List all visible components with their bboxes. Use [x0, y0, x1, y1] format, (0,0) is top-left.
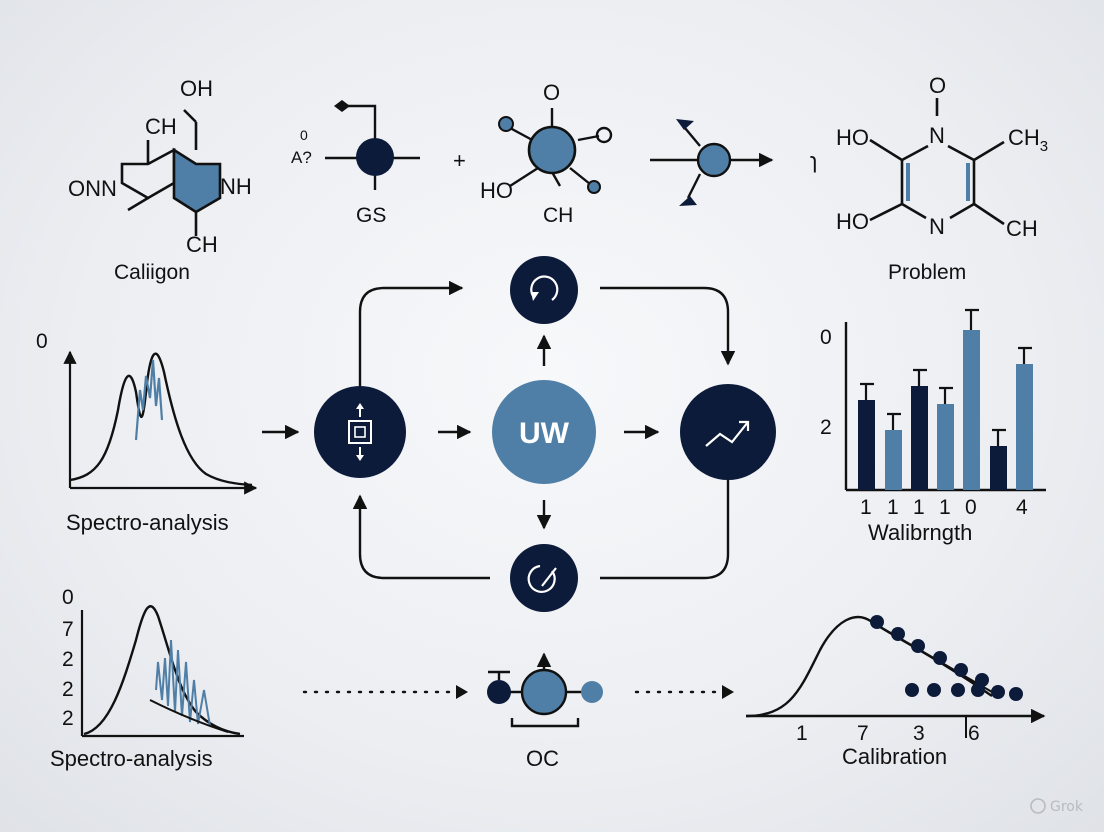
bar: [885, 430, 902, 490]
node-icon: [356, 138, 394, 176]
molecule-n-label: N: [929, 214, 945, 239]
hub-center-label: UW: [519, 417, 570, 450]
molecule-nh-label: NH: [220, 174, 252, 199]
spectrum-noise: [134, 359, 164, 441]
reaction-arrow: [650, 119, 774, 206]
bar-y-tick: 0: [820, 326, 832, 349]
calibration-x-tick: 7: [857, 722, 869, 745]
spectrum-chart-top: [63, 350, 258, 495]
bar-chart: [844, 308, 1046, 492]
spectrum-top-y-tick: 0: [36, 330, 48, 353]
node-icon: [581, 681, 603, 703]
calibration-x-tick: 1: [796, 722, 808, 745]
molecule-ch: [509, 108, 600, 188]
trend-up-icon: [705, 421, 749, 447]
bar-y-tick: 2: [820, 416, 832, 439]
molecule-ch3-label: CH3: [1008, 125, 1048, 155]
refresh-icon: [530, 275, 559, 301]
gauge-icon: [527, 564, 556, 593]
molecule-ring-right: [172, 147, 222, 214]
bar-x-tick: 1: [887, 496, 899, 519]
molecule-gs: [325, 100, 420, 190]
spectrum-curve: [83, 605, 241, 736]
spectrum-bottom-y-tick: 7: [62, 618, 74, 641]
scale-icon: [348, 420, 372, 444]
spectrum-bottom-label: Spectro-analysis: [50, 746, 213, 771]
plus-sign: +: [453, 148, 466, 173]
atom-icon: [587, 180, 601, 194]
calibration-points: [870, 615, 1023, 701]
molecule-name-caliigon: Caliigon: [114, 261, 190, 284]
molecule-ho-label: HO: [480, 178, 513, 203]
bar-x-tick: 4: [1016, 496, 1028, 519]
molecule-small-zero: 0: [300, 127, 308, 143]
atom-icon: [498, 116, 514, 132]
spectrum-curve: [69, 352, 253, 487]
calibration-x-tick: 3: [913, 722, 925, 745]
molecule-ho-label: HO: [836, 209, 869, 234]
node-icon: [487, 680, 511, 704]
spectrum-bottom-y-tick: 0: [62, 586, 74, 609]
tilde-sign: ɿ: [810, 148, 817, 173]
bar-x-tick: 1: [939, 496, 951, 519]
spectrum-bottom-y-tick: 2: [62, 648, 74, 671]
molecule-o-label: O: [543, 80, 560, 105]
molecule-oh-label: OH: [180, 76, 213, 101]
molecule-n-label: N: [929, 123, 945, 148]
calibration-chart: [745, 615, 1046, 738]
grok-logo-icon: [1030, 798, 1046, 814]
bar: [858, 400, 875, 490]
hub-node-left: [314, 386, 406, 478]
bar: [990, 446, 1007, 490]
molecule-ch-bottom-label: CH: [186, 232, 218, 257]
bar: [911, 386, 928, 490]
calibration-x-tick: 6: [968, 722, 980, 745]
oc-node: [302, 652, 734, 728]
node-icon: [520, 668, 568, 716]
molecule-caliigon: [120, 109, 222, 236]
spectrum-noise: [155, 639, 211, 727]
molecule-ho-label: HO: [836, 125, 869, 150]
ch3-main: CH: [1008, 125, 1040, 150]
molecule-name-problem: Problem: [888, 261, 966, 284]
error-bars: [860, 308, 1032, 446]
molecule-small-a: A?: [291, 148, 312, 167]
bar: [963, 330, 980, 490]
oc-label: OC: [526, 746, 559, 771]
bar: [937, 404, 954, 490]
node-icon: [696, 142, 732, 178]
central-atom-icon: [527, 125, 577, 175]
spectrum-top-label: Spectro-analysis: [66, 510, 229, 535]
hub-node-center: UW: [492, 380, 596, 484]
calibration-label: Calibration: [842, 744, 947, 769]
hub-node-top: [510, 256, 578, 324]
hub-connectors: [262, 280, 736, 580]
spectrum-chart-bottom: [80, 605, 244, 738]
atom-icon: [595, 126, 613, 144]
molecule-o-label: O: [929, 73, 946, 98]
bar-x-tick: 0: [965, 496, 977, 519]
bar-chart-xlabel: Walibrngth: [868, 520, 972, 545]
molecule-onn-label: ONN: [68, 176, 117, 201]
molecule-problem: [869, 98, 1005, 226]
hub-node-bottom: [510, 544, 578, 612]
spectrum-bottom-y-tick: 2: [62, 678, 74, 701]
molecule-gs-label: GS: [356, 204, 386, 227]
molecule-ch-label: CH: [145, 114, 177, 139]
molecule-ch-label: CH: [1006, 216, 1038, 241]
bar: [1016, 364, 1033, 490]
spectrum-bottom-y-tick: 2: [62, 707, 74, 730]
ch3-subscript: 3: [1040, 138, 1048, 155]
molecule-ch-label: CH: [543, 204, 573, 227]
bar-x-tick: 1: [860, 496, 872, 519]
bar-x-tick: 1: [913, 496, 925, 519]
hub-node-right: [680, 384, 776, 480]
watermark: Grok: [1050, 799, 1084, 815]
